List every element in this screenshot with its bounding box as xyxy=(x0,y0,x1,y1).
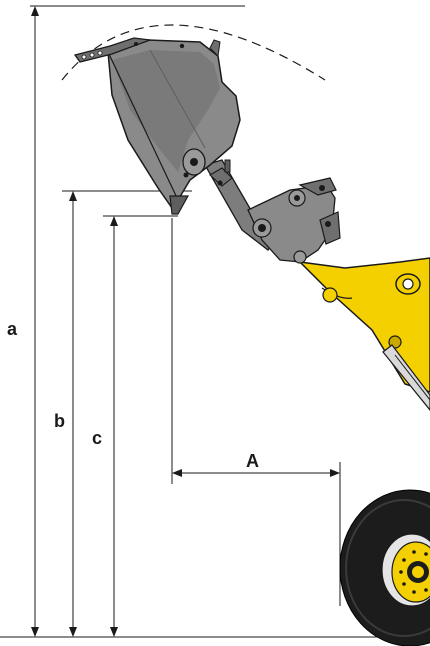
label-c: c xyxy=(92,428,102,448)
linkage-group xyxy=(204,159,341,264)
wheel-icon xyxy=(339,489,430,646)
lift-arm-icon xyxy=(297,257,430,411)
label-a: a xyxy=(7,319,18,339)
bucket-icon xyxy=(73,37,241,215)
label-A: A xyxy=(246,451,259,471)
label-b: b xyxy=(54,411,65,431)
